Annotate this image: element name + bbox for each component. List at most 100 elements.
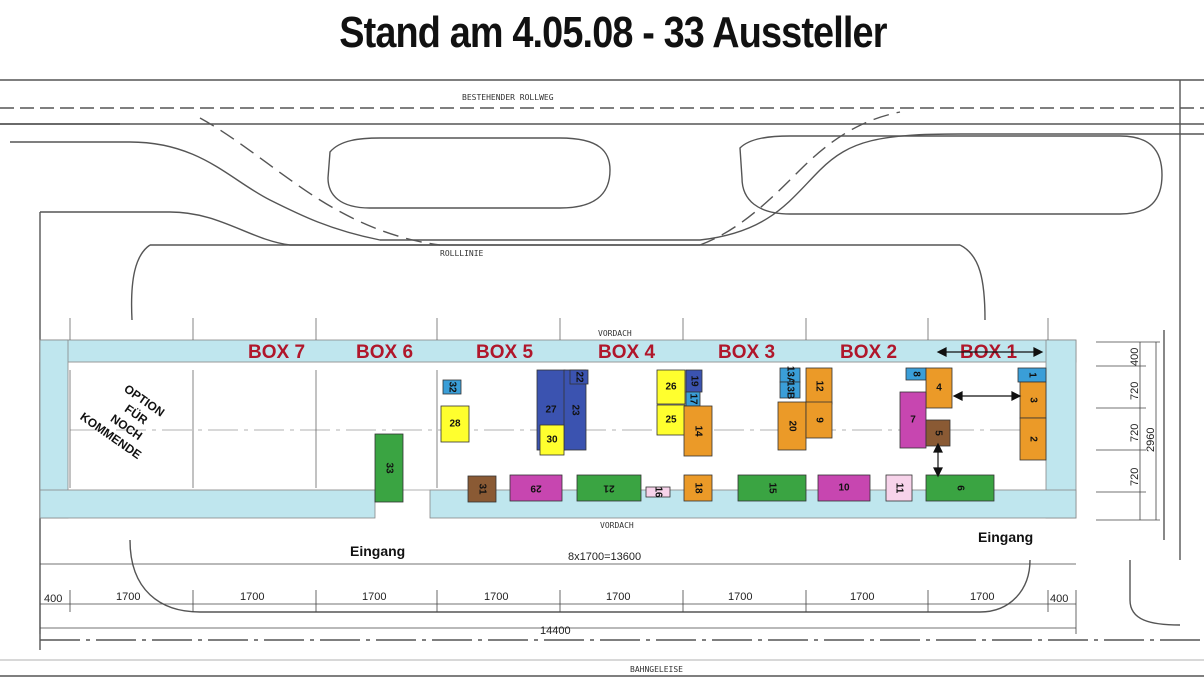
stand-29: 29	[509, 474, 563, 502]
stand-31-number: 31	[476, 483, 487, 495]
stand-8: 8	[905, 367, 927, 381]
stand-20-number: 20	[786, 420, 797, 432]
stand-28: 28	[440, 405, 470, 443]
stand-32: 32	[442, 379, 462, 395]
stand-13b-number: 13B	[784, 381, 795, 399]
stand-33-rect	[374, 433, 404, 503]
stand-5: 5	[925, 419, 951, 447]
page-title: Stand am 4.05.08 - 33 Aussteller	[339, 8, 887, 57]
side-dimension-labels: 400 720 720 720 2960	[1129, 348, 1157, 486]
stand-33: 33	[374, 433, 404, 503]
dim-1700-6: 1700	[728, 591, 752, 603]
stand-31-rect	[467, 475, 497, 503]
stand-14-number: 14	[692, 425, 703, 437]
stand-6-number: 6	[954, 485, 965, 491]
stand-3: 3	[1019, 381, 1047, 419]
stand-23-number: 23	[569, 404, 580, 416]
stand-21-number: 21	[603, 482, 615, 493]
stand-13a-number: 13A	[784, 366, 795, 384]
stand-29-number: 29	[530, 482, 542, 493]
stand-18-number: 18	[692, 482, 703, 494]
stand-16-rect	[645, 486, 671, 498]
dim-1700-3: 1700	[362, 591, 386, 603]
dim-1700-2: 1700	[240, 591, 264, 603]
side-dim-720c: 720	[1129, 468, 1141, 486]
stand-27-number: 27	[545, 405, 557, 416]
box-2-label: BOX 2	[840, 342, 897, 363]
stand-15: 15	[737, 474, 807, 502]
stand-12-number: 12	[813, 380, 824, 392]
stand-4-number: 4	[936, 383, 942, 394]
stand-9-rect	[805, 401, 833, 439]
stand-9: 9	[805, 401, 833, 439]
stand-4: 4	[925, 367, 953, 409]
box-3-label: BOX 3	[718, 342, 775, 363]
vordach-top-label: VORDACH	[598, 329, 632, 338]
stand-10-rect	[817, 474, 871, 502]
box-5-label: BOX 5	[476, 342, 533, 363]
stand-5-number: 5	[932, 430, 943, 436]
stand-10-number: 10	[838, 483, 850, 494]
stand-4-rect	[925, 367, 953, 409]
stand-21-rect	[576, 474, 642, 502]
stand-6-rect	[925, 474, 995, 502]
stand-12: 12	[805, 367, 833, 405]
bahngeleise-label: BAHNGELEISE	[630, 665, 683, 674]
stand-26-number: 26	[665, 382, 677, 393]
dim-1700-8: 1700	[970, 591, 994, 603]
stand-11-rect	[885, 474, 913, 502]
stand-18-rect	[683, 474, 713, 502]
dim-400-right: 400	[1050, 593, 1068, 605]
stand-30-number: 30	[546, 435, 558, 446]
entrance-left-label: Eingang	[350, 543, 405, 559]
stand-32-number: 32	[446, 381, 457, 393]
stand-14-rect	[683, 405, 713, 457]
interior-arrows	[933, 391, 1022, 478]
stand-22: 22	[569, 369, 589, 385]
stand-25-number: 25	[665, 415, 677, 426]
side-dim-2960: 2960	[1145, 428, 1157, 452]
stand-6: 6	[925, 474, 995, 502]
rollweg-label: BESTEHENDER ROLLWEG	[462, 93, 554, 102]
stand-13b: 13B	[779, 381, 801, 399]
stand-28-number: 28	[449, 419, 461, 430]
stand-29-rect	[509, 474, 563, 502]
stand-25-rect	[656, 404, 686, 436]
stand-31: 31	[467, 475, 497, 503]
stand-11: 11	[885, 474, 913, 502]
stand-26-rect	[656, 369, 686, 405]
stand-1: 1	[1017, 367, 1047, 383]
stand-17-number: 17	[687, 393, 698, 405]
stand-7-number: 7	[910, 415, 916, 426]
stand-33-number: 33	[383, 462, 394, 474]
stand-3-number: 3	[1027, 397, 1038, 403]
stand-2-number: 2	[1027, 436, 1038, 442]
stand-22-rect	[569, 369, 589, 385]
dim-1700-1: 1700	[116, 591, 140, 603]
dim-400-left: 400	[44, 593, 62, 605]
stand-13b-rect	[779, 381, 801, 399]
taxiway-lines	[0, 79, 1204, 677]
box-labels: BOX 7 BOX 6 BOX 5 BOX 4 BOX 3 BOX 2 BOX …	[248, 342, 1017, 363]
stand-15-number: 15	[766, 482, 777, 494]
stand-16-number: 16	[652, 486, 663, 498]
stand-12-rect	[805, 367, 833, 405]
stand-11-number: 11	[893, 483, 904, 494]
dim-1700-4: 1700	[484, 591, 508, 603]
box-6-label: BOX 6	[356, 342, 413, 363]
stand-7: 7	[899, 391, 927, 449]
box-7-label: BOX 7	[248, 342, 305, 363]
side-dim-400: 400	[1129, 348, 1141, 366]
stand-17: 17	[685, 391, 701, 407]
stand-1-number: 1	[1026, 372, 1037, 378]
rolllinie-label: ROLLLINIE	[440, 249, 484, 258]
dim-1700-7: 1700	[850, 591, 874, 603]
stand-25: 25	[656, 404, 686, 436]
stand-15-rect	[737, 474, 807, 502]
dim-total-span: 8x1700=13600	[568, 551, 641, 563]
stand-20: 20	[777, 401, 807, 451]
stand-2-rect	[1019, 417, 1047, 461]
stand-30-rect	[539, 424, 565, 456]
stand-10: 10	[817, 474, 871, 502]
box-1-arrow	[936, 347, 1044, 357]
